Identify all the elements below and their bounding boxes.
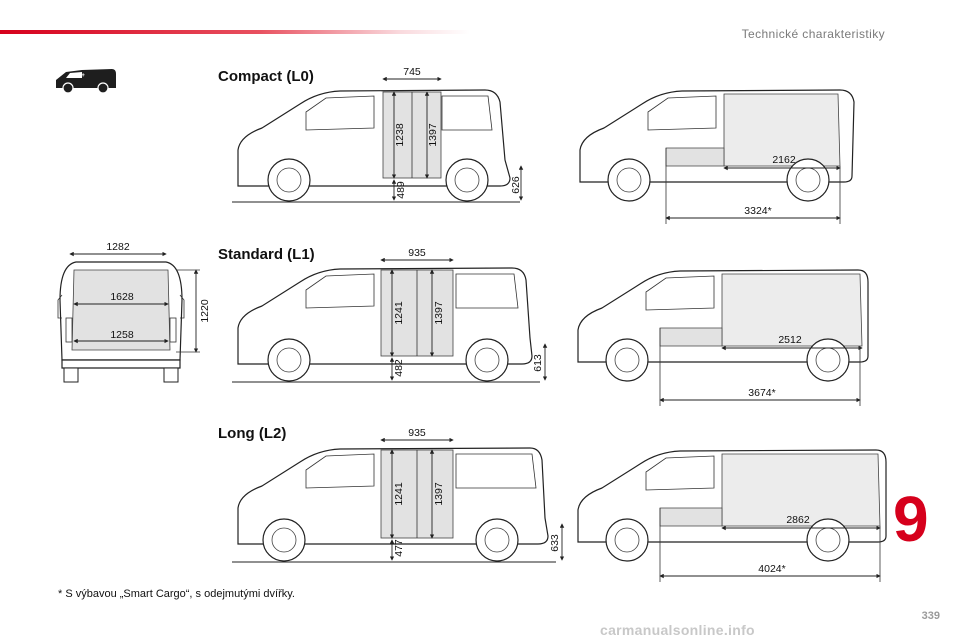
long-sill: 477 <box>393 539 405 557</box>
svg-text:2+: 2+ <box>78 73 85 79</box>
compact-cargo-drawing <box>579 89 855 224</box>
standard-floor-gap: 1241 <box>393 301 405 325</box>
standard-sill: 482 <box>393 359 405 377</box>
long-total-length: 4024* <box>758 563 785 575</box>
long-door-width: 935 <box>408 427 426 439</box>
standard-door-width: 935 <box>408 247 426 259</box>
variant-title-standard: Standard (L1) <box>218 246 315 263</box>
compact-total-length: 3324* <box>744 205 771 217</box>
compact-load-height: 626 <box>510 176 522 194</box>
compact-floor-gap: 1238 <box>394 123 406 147</box>
standard-load-height: 613 <box>532 354 544 372</box>
header-accent-bar <box>0 30 470 34</box>
compact-door-height: 1397 <box>427 123 439 147</box>
page-number: 339 <box>921 610 940 622</box>
footnote: * S výbavou „Smart Cargo“, s odejmutými … <box>58 588 295 600</box>
compact-floor-length: 2162 <box>772 154 796 166</box>
long-load-height: 633 <box>549 534 561 552</box>
standard-floor-length: 2512 <box>778 334 802 346</box>
long-side-drawing <box>232 437 565 563</box>
rear-door-height: 1220 <box>199 299 211 323</box>
rear-wheelarch-width: 1628 <box>110 291 134 303</box>
section-header-title: Technické charakteristiky <box>741 27 885 41</box>
variant-title-compact: Compact (L0) <box>218 68 314 85</box>
compact-sill: 489 <box>395 181 407 199</box>
long-door-height: 1397 <box>433 482 445 506</box>
compact-side-drawing <box>232 76 524 203</box>
variant-title-long: Long (L2) <box>218 425 287 442</box>
standard-door-height: 1397 <box>433 301 445 325</box>
long-cargo-drawing <box>577 449 887 582</box>
rear-floor-width: 1258 <box>110 329 134 341</box>
standard-total-length: 3674* <box>748 387 775 399</box>
standard-cargo-drawing <box>577 269 869 406</box>
compact-door-width: 745 <box>403 66 421 78</box>
long-floor-gap: 1241 <box>393 482 405 506</box>
rear-view-drawing <box>57 251 200 383</box>
rear-top-width: 1282 <box>106 241 130 253</box>
chapter-number: 9 <box>893 483 929 555</box>
van-silhouette-icon: 2+ <box>56 69 116 94</box>
long-floor-length: 2862 <box>786 514 810 526</box>
watermark: carmanualsonline.info <box>600 622 755 638</box>
standard-side-drawing <box>232 257 548 383</box>
